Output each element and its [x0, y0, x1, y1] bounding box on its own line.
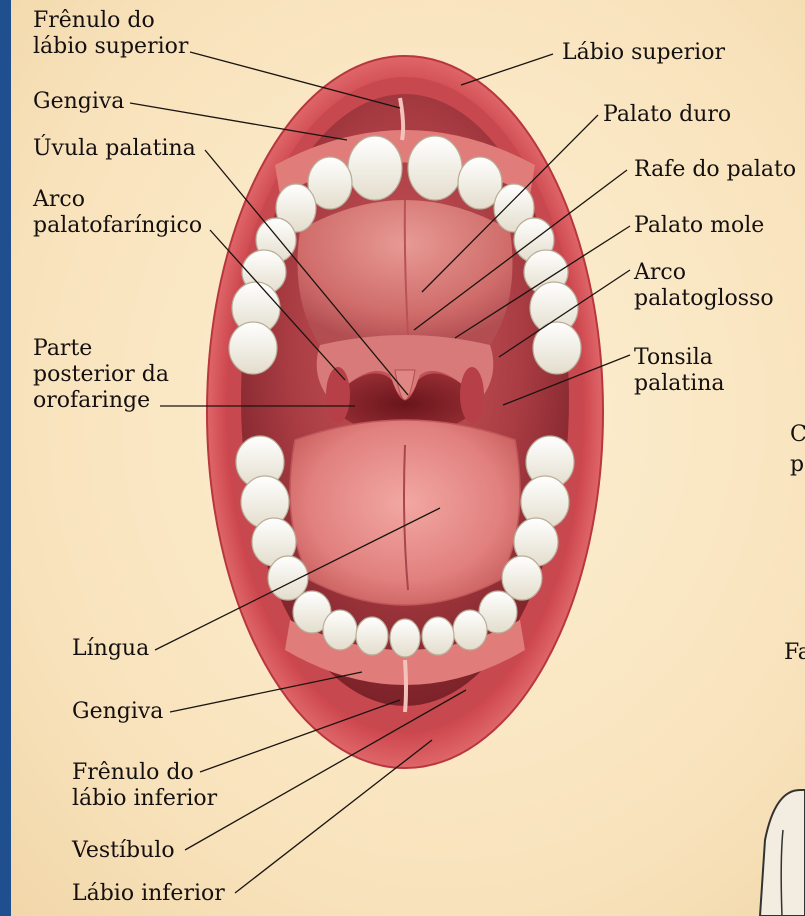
tonsil-right — [460, 367, 484, 423]
label-palato-duro: Palato duro — [603, 102, 731, 128]
partial-tooth-illustration — [760, 790, 805, 916]
label-gengiva-inferior: Gengiva — [72, 699, 163, 725]
label-parte-posterior-orofaringe: Parte posterior da orofaringe — [33, 336, 169, 414]
cutoff-text-2: p — [790, 452, 804, 478]
cutoff-text-1: C — [790, 422, 805, 448]
label-gengiva-superior: Gengiva — [33, 89, 124, 115]
cutoff-text-3: Fa — [784, 640, 805, 666]
label-palato-mole: Palato mole — [634, 213, 764, 239]
label-arco-palatoglosso: Arco palatoglosso — [634, 260, 774, 312]
label-frenulo-labio-superior: Frênulo do lábio superior — [33, 8, 188, 60]
label-frenulo-labio-inferior: Frênulo do lábio inferior — [72, 760, 217, 812]
label-uvula-palatina: Úvula palatina — [33, 136, 196, 162]
label-rafe-do-palato: Rafe do palato — [634, 157, 796, 183]
label-tonsila-palatina: Tonsila palatina — [634, 345, 725, 397]
tonsil-left — [326, 367, 350, 423]
label-labio-inferior: Lábio inferior — [72, 881, 225, 907]
label-labio-superior: Lábio superior — [562, 40, 725, 66]
lower-frenulum — [405, 660, 406, 712]
label-lingua: Língua — [72, 636, 149, 662]
label-arco-palatofaringico: Arco palatofaríngico — [33, 187, 202, 239]
label-vestibulo: Vestíbulo — [72, 838, 175, 864]
